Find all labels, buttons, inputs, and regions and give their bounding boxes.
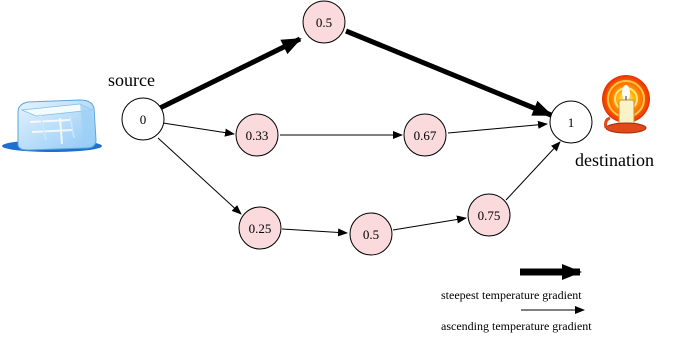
node-075-label: 0.75	[478, 208, 501, 223]
edge-05bot-to-075	[392, 215, 467, 231]
edge-075-to-1	[505, 141, 561, 201]
node-025: 0.25	[238, 206, 282, 250]
node-source: 0	[121, 97, 165, 141]
node-top: 0.5	[302, 0, 346, 44]
legend: steepest temperature gradient ascending …	[441, 264, 592, 333]
edge-067-to-1	[447, 120, 548, 134]
node-025-label: 0.25	[249, 221, 272, 236]
edge-025-to-05bot	[281, 228, 348, 237]
candle-icon	[602, 75, 650, 134]
edge-0-to-033	[162, 122, 235, 137]
node-067-label: 0.67	[414, 128, 437, 143]
node-033: 0.33	[235, 113, 279, 157]
edge-05top-to-1	[345, 28, 553, 118]
legend-steepest-label: steepest temperature gradient	[441, 288, 582, 302]
destination-label: destination	[575, 150, 654, 170]
legend-ascending-label: ascending temperature gradient	[441, 319, 592, 333]
node-033-label: 0.33	[246, 128, 269, 143]
edge-0-to-05top	[158, 36, 302, 111]
node-top-label: 0.5	[316, 15, 332, 30]
node-source-label: 0	[140, 112, 147, 127]
node-075: 0.75	[467, 193, 511, 237]
thick-edges	[158, 28, 553, 118]
node-destination-label: 1	[568, 115, 575, 130]
node-05bot: 0.5	[349, 212, 393, 256]
nodes: 0 0.5 0.33 0.67 1 0.25 0.5 0.75	[121, 0, 593, 256]
thin-edges	[157, 120, 561, 237]
ice-cube-icon	[2, 99, 102, 152]
node-05bot-label: 0.5	[363, 227, 379, 242]
source-label: source	[108, 70, 155, 90]
node-067: 0.67	[403, 113, 447, 157]
node-destination: 1	[549, 100, 593, 144]
edge-0-to-025	[157, 137, 242, 215]
